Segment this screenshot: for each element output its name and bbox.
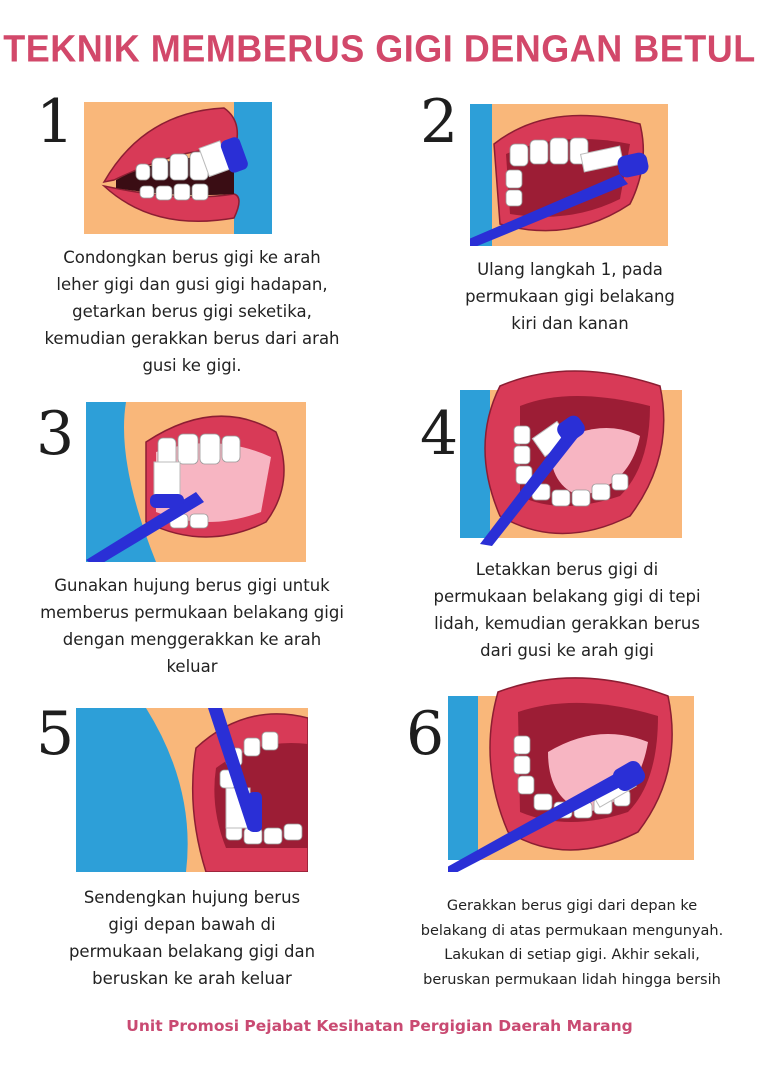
step-1-illustration (84, 102, 272, 234)
step-6-number: 6 (406, 699, 445, 769)
step-3-illustration (86, 402, 306, 562)
step-6-illustration (448, 672, 694, 872)
page-title: TEKNIK MEMBERUS GIGI DENGAN BETUL (3, 26, 756, 70)
step-5-illustration (76, 708, 308, 872)
step-5-number: 5 (36, 699, 75, 769)
step-2-number: 2 (420, 87, 459, 157)
step-4-illustration (460, 366, 682, 546)
footer-credit: Unit Promosi Pejabat Kesihatan Pergigian… (126, 1017, 633, 1035)
step-4-number: 4 (420, 399, 459, 469)
step-1-number: 1 (36, 87, 75, 157)
step-2-illustration (470, 104, 668, 246)
step-3-number: 3 (36, 399, 75, 469)
